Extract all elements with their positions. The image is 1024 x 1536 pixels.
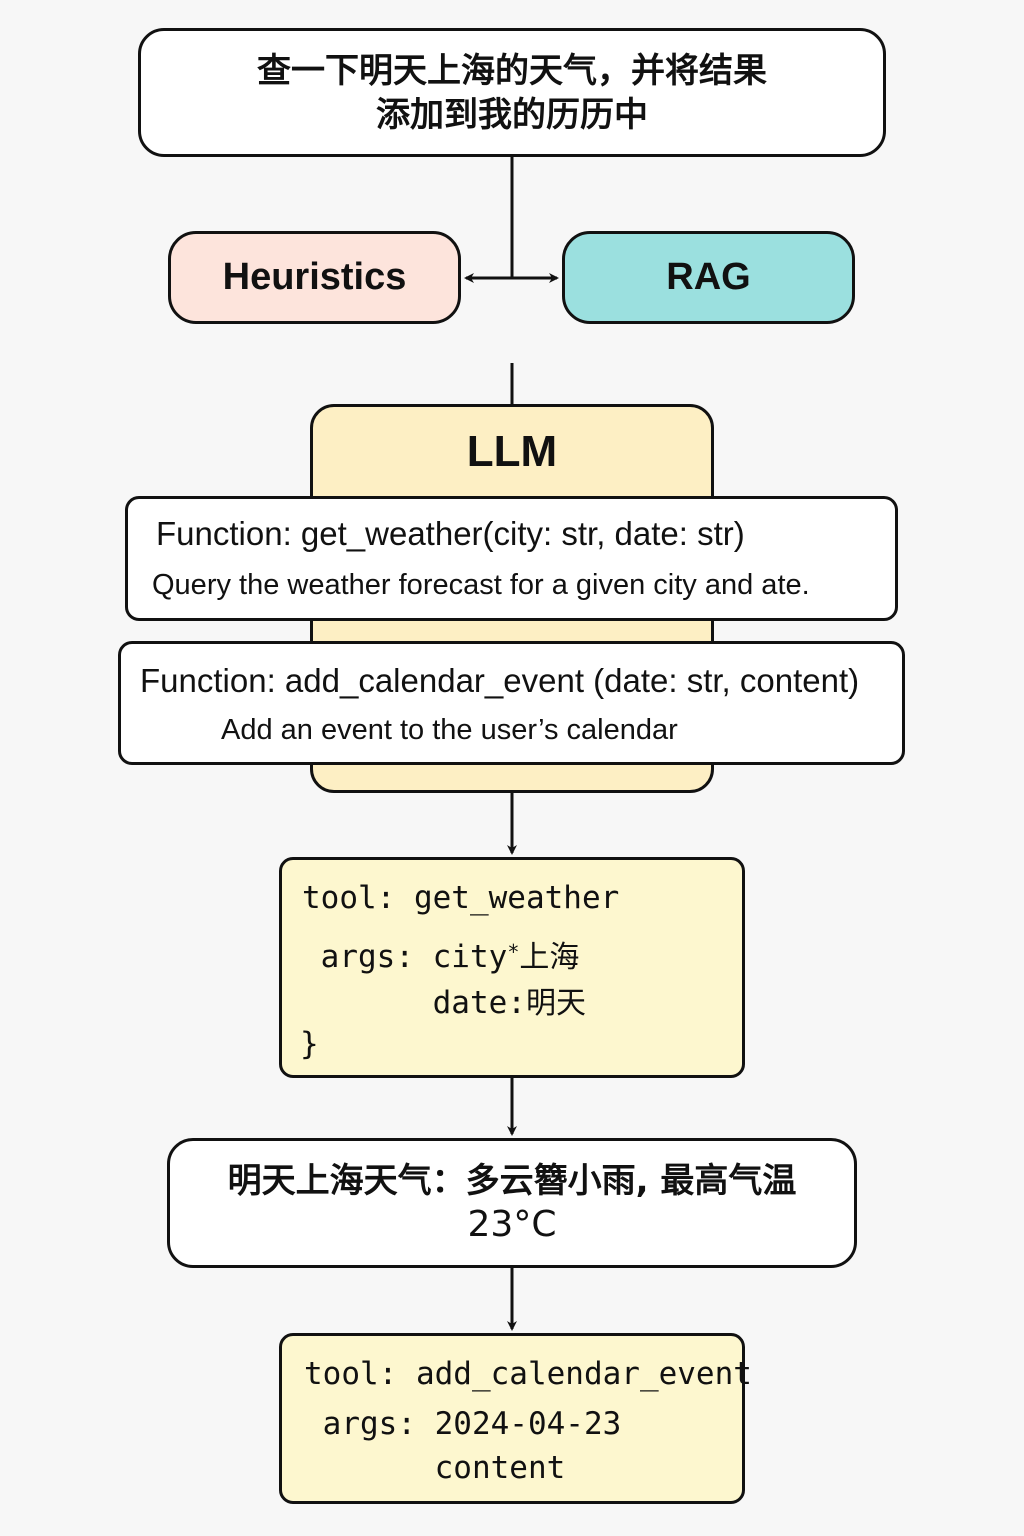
args-date-key: date: [302, 985, 526, 1021]
tool-call-add-calendar-event: tool: add_calendar_event args: 2024-04-2… [279, 1333, 752, 1504]
tool-call-get-weather: tool: get_weather args: city*上海 date:明天 … [279, 857, 745, 1078]
tool-line: tool: get_weather [302, 880, 620, 916]
args-city-key: args: city [302, 939, 508, 975]
tool-line: tool: add_calendar_event [304, 1356, 752, 1392]
function-signature: Function: add_calendar_event (date: str,… [140, 662, 860, 699]
result-line-1: 明天上海天气：多云簪小雨, 最高气温 [227, 1161, 797, 1201]
result-line-2: 23°C [467, 1204, 557, 1245]
function-description: Query the weather forecast for a given c… [152, 569, 810, 601]
args-line: args: 2024-04-23 [304, 1406, 622, 1442]
content-line: content [304, 1450, 566, 1486]
date-line: date:明天 [302, 978, 586, 1022]
weather-result-node: 明天上海天气：多云簪小雨, 最高气温 23°C [167, 1138, 857, 1268]
function-card-get-weather: Function: get_weather(city: str, date: s… [125, 496, 898, 621]
function-description: Add an event to the user’s calendar [221, 714, 678, 746]
rag-label: RAG [666, 256, 751, 298]
closing-brace: } [300, 1026, 319, 1062]
heuristics-label: Heuristics [222, 256, 407, 298]
separator-mark: * [507, 940, 520, 964]
function-card-add-calendar-event: Function: add_calendar_event (date: str,… [118, 641, 905, 765]
heuristics-node: Heuristics [168, 231, 461, 324]
query-line-1: 查一下明天上海的天气，并将结果 [257, 50, 767, 91]
city-value: 上海 [519, 940, 580, 975]
date-value: 明天 [525, 986, 586, 1021]
query-line-2: 添加到我的历历中 [376, 94, 648, 135]
rag-node: RAG [562, 231, 855, 324]
llm-label: LLM [466, 427, 558, 476]
function-signature: Function: get_weather(city: str, date: s… [156, 515, 745, 552]
args-line: args: city*上海 [302, 932, 580, 976]
user-query-node: 查一下明天上海的天气，并将结果 添加到我的历历中 [138, 28, 886, 157]
